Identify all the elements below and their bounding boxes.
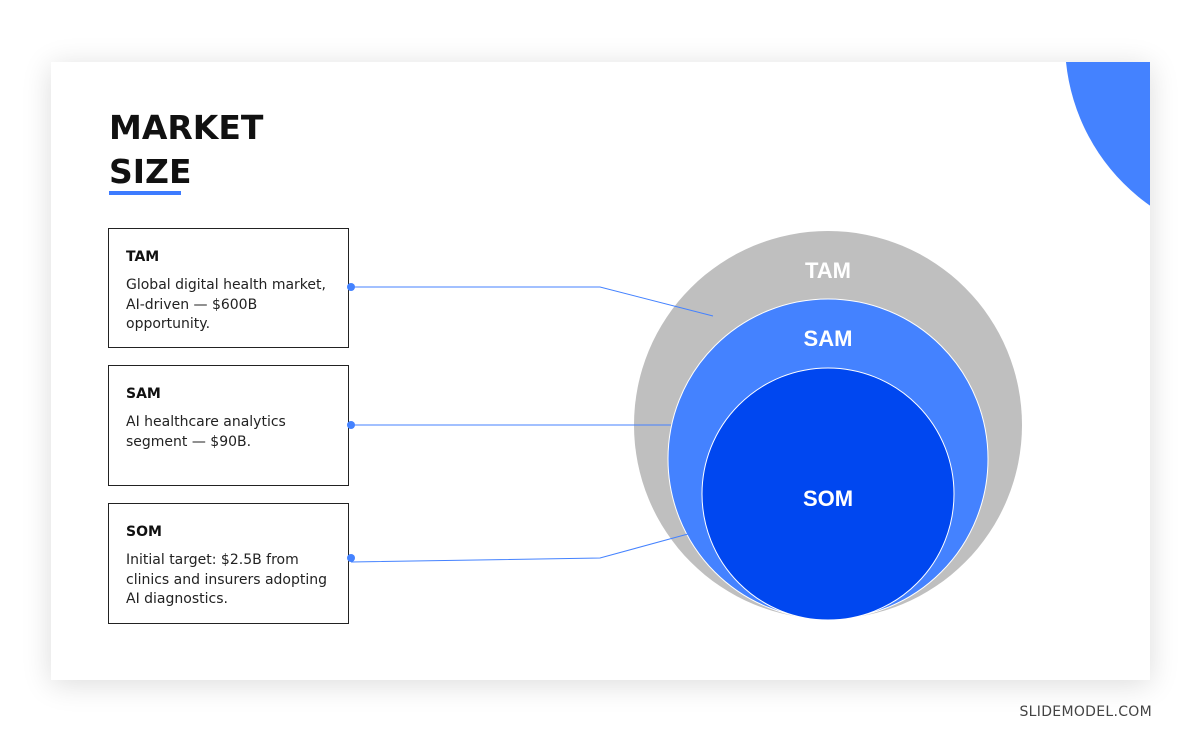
sam-box-label: SAM [126,386,161,402]
sam-circle-label: SAM [804,326,853,351]
brand-watermark: SLIDEMODEL.COM [1019,704,1152,720]
som-box-text: Initial target: $2.5B from clinics and i… [126,552,328,607]
tam-box: TAM Global digital health market, AI-dri… [108,228,349,348]
som-connector-dot [347,554,355,562]
som-circle-label: SOM [803,486,853,511]
som-box-label: SOM [126,524,162,540]
title-line-1: MARKET [109,108,264,147]
som-circle [701,367,955,621]
page-title: MARKET SIZE [109,106,263,194]
sam-connector-dot [347,421,355,429]
tam-box-label: TAM [126,249,160,265]
market-diagram: TAM SAM SOM [347,231,1022,621]
tam-box-text: Global digital health market, AI-driven … [126,277,326,332]
sam-box-text: AI healthcare analytics segment — $90B. [126,414,286,450]
title-underline [109,191,181,195]
tam-connector-dot [347,283,355,291]
title-line-2: SIZE [109,152,192,191]
slide: MARKET SIZE TAM Global digital health ma… [51,62,1150,680]
sam-box: SAM AI healthcare analytics segment — $9… [108,365,349,486]
som-box: SOM Initial target: $2.5B from clinics a… [108,503,349,624]
tam-circle-label: TAM [805,258,851,283]
tam-connector [351,286,714,317]
som-connector [350,533,689,563]
